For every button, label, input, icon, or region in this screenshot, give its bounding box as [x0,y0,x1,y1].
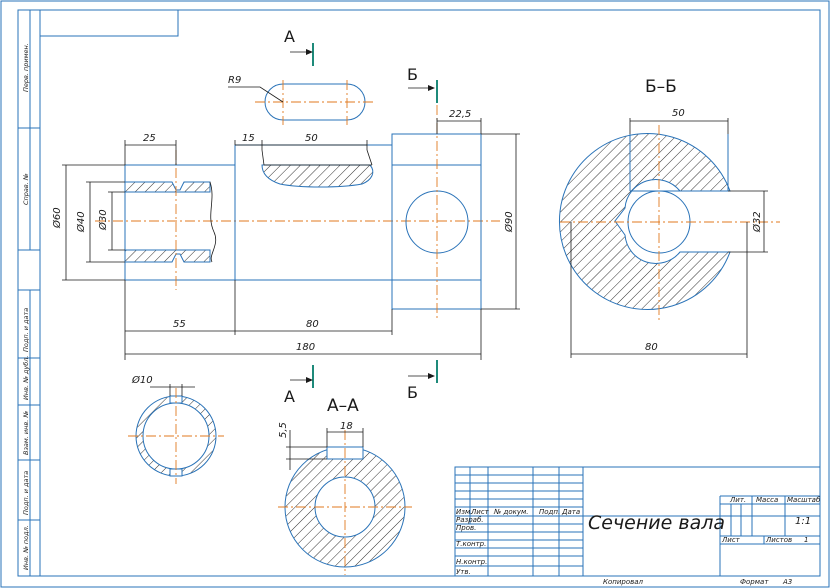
section-aa-title: А–А [327,396,359,416]
dim-d40: Ø40 [75,211,87,233]
side-label: Подп. и дата [22,471,30,515]
ring-section: Ø10 [128,374,224,484]
hatch-bottom [124,249,211,263]
hatch-top [124,181,211,193]
tb-lit: Лит. [729,496,746,504]
side-label: Перв. примен. [22,43,30,92]
dim-55: 55 [173,319,186,330]
main-view: Ø60 Ø40 Ø30 25 15 50 22,5 Ø90 55 80 180 [51,105,520,360]
dim-r9: R9 [228,75,241,86]
mark-a-top: А [284,27,295,46]
dim-d60: Ø60 [51,207,63,229]
tb-list: Лист [470,508,490,516]
tb-scale-value: 1:1 [795,516,811,527]
drawing-title: Сечение вала [588,512,725,534]
side-label: Взам. инв. № [22,411,30,455]
footer-copied: Копировал [603,578,644,586]
side-label: Инв. № дубл. [22,356,30,400]
tb-utv: Утв. [456,568,471,576]
footer-format-value: А3 [782,578,792,586]
side-label: Подп. и дата [22,308,30,352]
tb-sheets-value: 1 [804,536,808,544]
title-block: Изм. Лист № докум. Подп. Дата Разраб. Пр… [454,466,821,577]
tb-date: Дата [561,508,580,516]
tb-sheets: Листов [765,536,792,544]
dim-50: 50 [305,133,318,144]
slot-view: R9 [228,75,375,125]
keyway-section [261,164,374,188]
dim-180: 180 [296,342,315,353]
inner-frame [39,9,821,577]
mark-b-bottom: Б [407,383,418,402]
tb-scale: Масштаб [787,496,821,504]
bb-hatched-body [559,133,731,310]
dim-80: 80 [306,319,319,330]
side-strip: Перв. примен. Справ. № Подп. и дата Инв.… [17,9,41,577]
dim-aa-5-5: 5,5 [278,422,289,438]
side-label: Справ. № [22,173,30,205]
section-bb-title: Б–Б [645,77,677,97]
tb-podp: Подп. [539,508,560,516]
dim-15: 15 [242,133,255,144]
dim-d90: Ø90 [503,211,515,233]
dim-d30: Ø30 [97,209,109,231]
dim-d10: Ø10 [131,374,153,386]
tb-nkontr: Н.контр. [456,558,487,566]
tb-tkontr: Т.контр. [456,540,486,548]
tb-razrab: Разраб. [456,516,484,524]
dim-aa-18: 18 [340,421,353,432]
tb-prov: Пров. [456,524,476,532]
side-label: Инв. № подл. [22,525,30,570]
dim-22-5: 22,5 [449,109,471,120]
tb-sheet: Лист [721,536,741,544]
section-bb: Б–Б 50 Ø32 80 [559,77,780,358]
tb-mass: Масса [756,496,778,504]
mark-b-top: Б [407,65,418,84]
tb-ndoc: № докум. [493,508,529,516]
dim-25: 25 [143,133,156,144]
dim-bb-d32: Ø32 [751,211,763,233]
section-marks: А Б А Б [284,27,438,406]
footer-format: Формат [740,578,769,586]
tb-izm: Изм. [456,508,472,516]
dim-bb-50: 50 [672,108,685,119]
top-left-tab [40,10,179,37]
dim-bb-80: 80 [645,342,658,353]
section-aa: А–А 18 5,5 [278,396,412,575]
mark-a-bottom: А [284,387,295,406]
